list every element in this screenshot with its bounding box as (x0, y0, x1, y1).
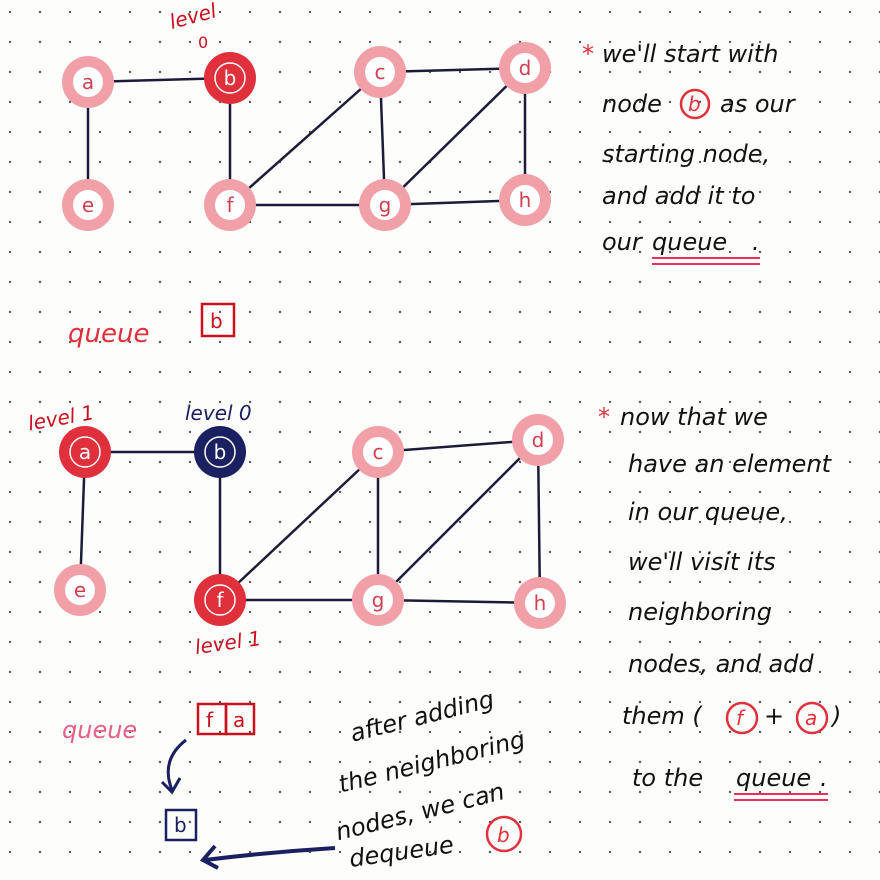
svg-text:f: f (216, 588, 224, 612)
svg-text:in our queue,: in our queue, (628, 498, 788, 526)
top-node-g: g (359, 179, 411, 231)
bottom-queue-label: queue (62, 716, 137, 744)
svg-text:a: a (805, 706, 817, 730)
svg-text:node: node (602, 90, 662, 118)
svg-text:g: g (372, 588, 385, 612)
svg-text:queue: queue (736, 764, 811, 792)
dequeued-cell (164, 808, 198, 842)
top-node-f: f (204, 179, 256, 231)
svg-text:b: b (224, 66, 237, 90)
bottom-edge-d-h (536, 439, 542, 604)
svg-text:and add it to: and add it to (602, 182, 755, 210)
top-node-h: h (499, 174, 551, 226)
svg-text:neighboring: neighboring (628, 598, 772, 626)
top-note: * we'll start with node b as our startin… (582, 40, 797, 265)
bottom-queue: f a (196, 702, 256, 736)
top-node-a: a (62, 56, 114, 108)
svg-text:them (: them ( (622, 702, 703, 730)
bottom-node-e: e (54, 564, 106, 616)
top-queue-cell (200, 302, 236, 338)
svg-text:e: e (82, 193, 94, 217)
bottom-node-c: c (352, 426, 404, 478)
bottom-node-d: d (512, 414, 564, 466)
svg-text:+: + (764, 702, 784, 730)
level-label-b: level 0 (185, 401, 252, 425)
svg-text:b: b (214, 440, 227, 464)
bottom-node-h: h (514, 577, 566, 629)
svg-text:nodes, and add: nodes, and add (628, 650, 814, 678)
bottom-edge-d-g (377, 439, 539, 601)
bottom-node-b: b (194, 426, 246, 478)
svg-text:g: g (379, 193, 392, 217)
svg-text:f: f (206, 708, 214, 732)
svg-text:a: a (79, 440, 91, 464)
svg-text:c: c (375, 60, 386, 84)
svg-text:our: our (602, 228, 644, 256)
svg-text:starting node,: starting node, (602, 140, 770, 168)
svg-text:b: b (497, 823, 510, 847)
top-node-c: c (354, 46, 406, 98)
svg-text:a: a (233, 708, 245, 732)
svg-text:b: b (688, 92, 701, 116)
bottom-node-a: a (59, 426, 111, 478)
svg-text:h: h (534, 591, 547, 615)
top-node-d: d (499, 42, 551, 94)
svg-text:.: . (752, 228, 760, 256)
svg-text:.: . (820, 764, 828, 792)
bottom-edge-g-h (377, 598, 541, 605)
svg-text:to the: to the (632, 764, 703, 792)
svg-text:d: d (519, 56, 532, 80)
svg-text:h: h (519, 188, 532, 212)
svg-text:f: f (736, 706, 746, 730)
svg-text:as our: as our (720, 90, 797, 118)
dequeue-arrow-down (166, 738, 187, 791)
svg-text:have an element: have an element (628, 450, 833, 478)
dequeue-arrow-left (204, 846, 336, 862)
svg-text:queue: queue (652, 228, 727, 256)
svg-text:a: a (82, 70, 94, 94)
svg-text:c: c (373, 440, 384, 464)
svg-text:now that we: now that we (620, 403, 768, 431)
bottom-edge-c-f (219, 451, 379, 601)
top-level-value: 0 (198, 33, 208, 52)
top-node-e: e (62, 179, 114, 231)
bottom-node-g: g (352, 574, 404, 626)
bottom-note: * now that we have an element in our que… (598, 403, 841, 801)
top-edge-c-f (229, 71, 381, 206)
top-queue-label: queue (68, 319, 149, 349)
svg-text:*: * (582, 40, 594, 68)
bottom-edge-c-d (377, 438, 539, 454)
svg-text:): ) (830, 702, 841, 730)
svg-text:b: b (174, 813, 187, 837)
svg-text:e: e (74, 578, 86, 602)
top-edge-d-g (384, 67, 526, 206)
bottom-node-f: f (194, 574, 246, 626)
svg-text:b: b (210, 309, 223, 333)
svg-text:*: * (598, 403, 610, 431)
svg-text:d: d (532, 428, 545, 452)
svg-text:f: f (226, 193, 234, 217)
svg-text:we'll visit its: we'll visit its (628, 548, 776, 576)
top-node-b: b (204, 52, 256, 104)
svg-text:we'll start with: we'll start with (602, 40, 778, 68)
